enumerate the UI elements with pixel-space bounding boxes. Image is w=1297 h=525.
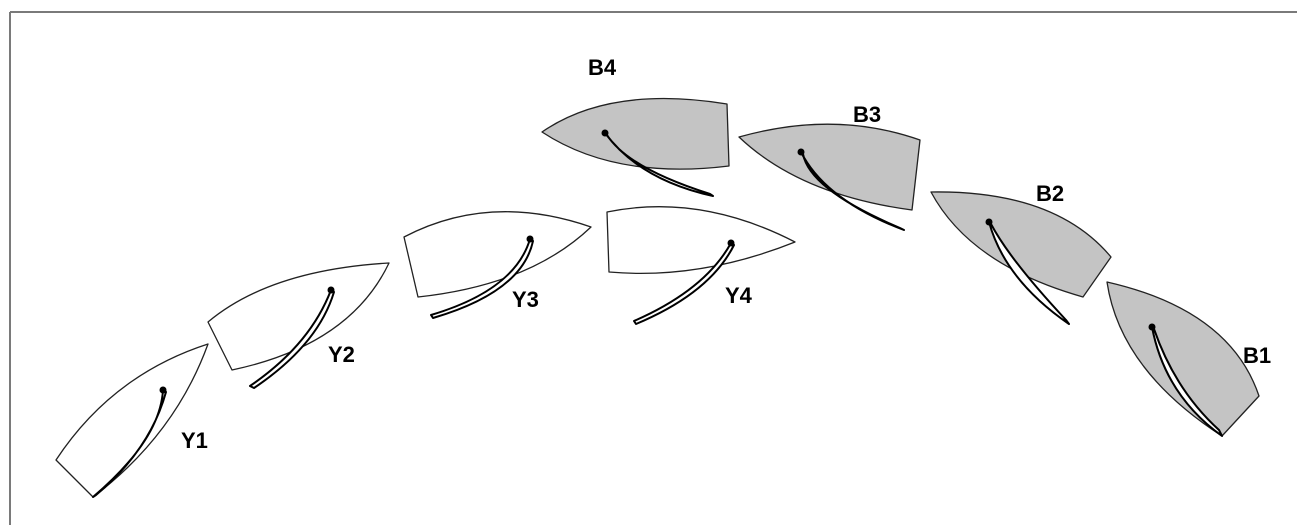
boat-b1: B1 <box>1106 281 1271 437</box>
boat-y1-sail <box>92 389 167 498</box>
boat-b2-sail <box>988 221 1070 325</box>
boat-b4: B4 <box>541 55 730 197</box>
boat-y2-sail <box>249 289 335 389</box>
boat-y3-label: Y3 <box>512 287 539 312</box>
boat-y3-mast <box>526 235 534 243</box>
boat-y2-label: Y2 <box>328 342 355 367</box>
boat-y1-mast <box>159 386 167 394</box>
boat-b4-mast <box>601 129 609 137</box>
boat-b2-label: B2 <box>1036 181 1064 206</box>
boat-y2-hull <box>207 262 390 371</box>
boat-b4-label: B4 <box>588 55 617 80</box>
boat-b3-label: B3 <box>853 102 881 127</box>
boat-b3-sail <box>800 151 905 231</box>
boat-y3-sail <box>430 238 534 319</box>
boat-y1: Y1 <box>55 343 209 498</box>
boat-y4: Y4 <box>606 206 796 325</box>
boat-b2: B2 <box>930 181 1112 325</box>
boat-b3-mast <box>797 148 805 156</box>
boat-b3: B3 <box>738 102 921 231</box>
boat-b2-hull <box>930 191 1112 298</box>
boat-y4-label: Y4 <box>725 283 753 308</box>
boat-b1-label: B1 <box>1243 343 1271 368</box>
boat-y1-hull <box>55 343 209 498</box>
boat-y3-hull <box>403 211 592 298</box>
boat-b1-mast <box>1148 323 1156 331</box>
boat-y2: Y2 <box>207 262 390 389</box>
boat-b2-mast <box>985 218 993 226</box>
boat-b4-hull <box>541 97 730 170</box>
boat-b4-sail <box>604 132 714 197</box>
boat-y2-mast <box>327 286 335 294</box>
boat-y4-sail <box>633 242 735 325</box>
boat-b1-sail <box>1151 326 1223 437</box>
boat-y4-mast <box>727 239 735 247</box>
boat-b1-hull <box>1106 281 1260 437</box>
boat-y3: Y3 <box>403 211 592 319</box>
boat-y4-hull <box>606 206 796 274</box>
boat-y1-label: Y1 <box>181 428 208 453</box>
boat-b3-hull <box>738 123 921 211</box>
